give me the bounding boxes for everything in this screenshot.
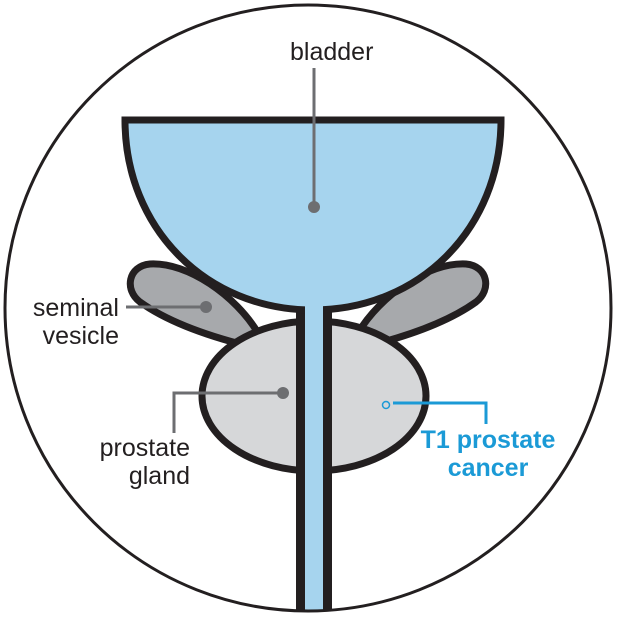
seminal-vesicle-label: seminal vesicle [0, 294, 119, 350]
tumor-label: T1 prostate cancer [408, 426, 568, 482]
prostate-gland-leader-dot [277, 387, 289, 399]
bladder-label: bladder [290, 38, 440, 66]
seminal-vesicle-leader-dot [200, 301, 212, 313]
bladder-leader-dot [308, 201, 320, 213]
urethra [305, 296, 323, 621]
prostate-gland-label: prostate gland [40, 434, 190, 490]
